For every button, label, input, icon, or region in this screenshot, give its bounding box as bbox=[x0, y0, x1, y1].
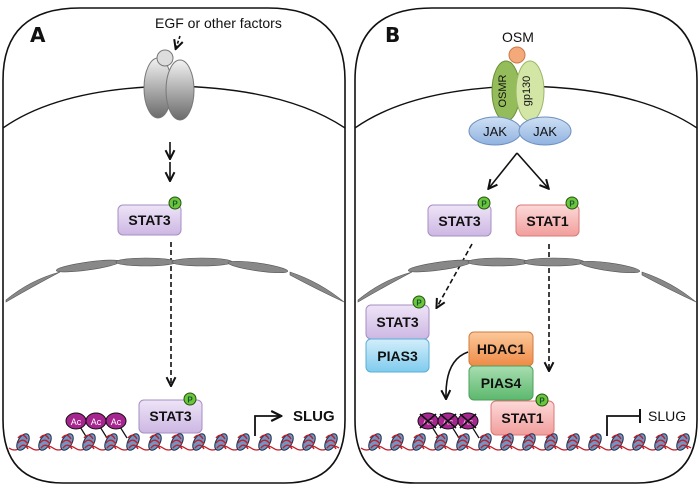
deacetylation-arrow bbox=[446, 351, 469, 398]
acetyl-groups-a: Ac Ac Ac bbox=[65, 412, 128, 439]
osm-ligand bbox=[508, 46, 526, 64]
chromatin-a bbox=[8, 431, 341, 453]
phospho-label: P bbox=[187, 396, 193, 405]
phospho-label: P bbox=[569, 200, 575, 209]
stat3-translocation-arrow bbox=[437, 243, 473, 307]
chromatin-b bbox=[360, 431, 693, 453]
phospho-label: P bbox=[416, 299, 422, 308]
panel-a: A EGF or other factors STAT3 P bbox=[2, 7, 346, 484]
phospho-icon bbox=[477, 196, 491, 210]
ligand-label-a: EGF or other factors bbox=[155, 15, 282, 31]
cell-outline-b bbox=[354, 7, 698, 484]
jak-to-stat1-arrow bbox=[516, 152, 548, 188]
jak-label: JAK bbox=[483, 124, 507, 139]
nuclear-envelope-a bbox=[5, 257, 345, 303]
stat3-label: STAT3 bbox=[376, 314, 418, 330]
pias4-label: PIAS4 bbox=[481, 375, 522, 391]
panel-letter-b: B bbox=[385, 23, 400, 47]
acetyl-label: Ac bbox=[111, 417, 122, 427]
gene-label-slug-b: SLUG bbox=[648, 408, 686, 424]
ligand-arrow-a bbox=[176, 35, 180, 48]
stat3-cytoplasm-b: STAT3 P bbox=[427, 196, 492, 237]
transcription-repression-bar-b bbox=[606, 415, 640, 436]
pias3-label: PIAS3 bbox=[377, 348, 418, 364]
phospho-icon bbox=[535, 393, 549, 407]
stat3-cytoplasm-a: STAT3 P bbox=[117, 196, 182, 236]
phospho-icon bbox=[168, 196, 182, 210]
acetyl-label: Ac bbox=[71, 417, 82, 427]
egf-ligand bbox=[156, 49, 174, 67]
stat1-label: STAT1 bbox=[526, 213, 568, 229]
cell-outline-a bbox=[2, 7, 346, 484]
acetyl-label: Ac bbox=[91, 417, 102, 427]
gene-label-slug-a: SLUG bbox=[293, 408, 335, 425]
phospho-label: P bbox=[481, 200, 487, 209]
phospho-label: P bbox=[539, 397, 545, 406]
panel-b: B OSM OSMR gp130 JAK JAK STAT3 P STAT1 P bbox=[354, 7, 698, 484]
egf-receptor bbox=[143, 49, 195, 121]
jak-right bbox=[518, 116, 572, 146]
hdac1-pias4-stat1-complex: HDAC1 PIAS4 STAT1 P bbox=[468, 331, 555, 436]
phospho-icon bbox=[412, 295, 426, 309]
phospho-label: P bbox=[172, 200, 178, 209]
osm-receptor-complex: OSMR gp130 JAK JAK bbox=[468, 46, 572, 146]
jak-to-stat3-arrow bbox=[489, 152, 518, 188]
osmr-label: OSMR bbox=[497, 74, 509, 107]
stat3-label: STAT3 bbox=[149, 408, 191, 424]
stat1-label: STAT1 bbox=[501, 410, 543, 426]
ligand-label-osm: OSM bbox=[502, 29, 534, 45]
hdac1-label: HDAC1 bbox=[477, 341, 525, 357]
stat3-label: STAT3 bbox=[438, 213, 480, 229]
gp130-label: gp130 bbox=[521, 76, 533, 107]
stat3-nuclear-a: STAT3 P bbox=[138, 392, 203, 434]
nuclear-envelope-b bbox=[357, 257, 697, 303]
panel-letter-a: A bbox=[30, 23, 46, 47]
stat3-pias3-complex: STAT3 P PIAS3 bbox=[365, 295, 430, 373]
phospho-icon bbox=[183, 392, 197, 406]
deacetylated-groups-b: Ac Ac Ac bbox=[417, 412, 480, 439]
stat3-label: STAT3 bbox=[128, 212, 170, 228]
phospho-icon bbox=[565, 196, 579, 210]
transcription-start-arrow-a bbox=[254, 416, 280, 436]
cross-out-icon bbox=[419, 413, 477, 429]
jak-label: JAK bbox=[533, 124, 557, 139]
stat1-cytoplasm-b: STAT1 P bbox=[515, 196, 580, 237]
